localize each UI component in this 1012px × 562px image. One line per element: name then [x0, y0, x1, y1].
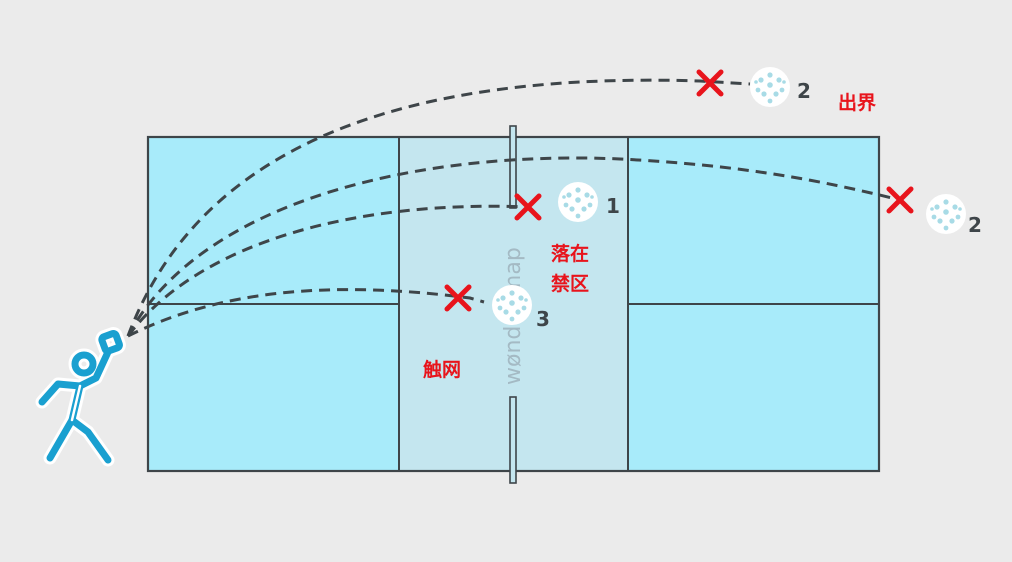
pickleball-icon	[492, 285, 532, 325]
red-x-icon	[696, 69, 724, 97]
ball-number: 1	[606, 194, 620, 218]
label-net-touch: 触网	[423, 358, 461, 381]
label-in-kitchen-line1: 落在	[551, 242, 589, 265]
player-serving-icon	[35, 327, 126, 467]
pickleball-icon	[750, 67, 790, 107]
red-x-icon	[514, 193, 542, 221]
pickleball-icon	[558, 182, 598, 222]
ball-number: 2	[968, 213, 982, 237]
trajectory-out-long	[126, 156, 901, 337]
pickleball-icon	[926, 194, 966, 234]
label-out-of-bounds: 出界	[838, 91, 876, 114]
trajectories	[126, 78, 901, 338]
fault-marks	[444, 69, 914, 312]
net-post-bottom	[509, 396, 517, 484]
ball-number: 3	[536, 307, 550, 331]
net	[509, 125, 517, 484]
red-x-icon	[886, 186, 914, 214]
trajectory-out-high	[126, 78, 751, 337]
trajectory-net	[127, 288, 485, 338]
net-post-top	[509, 125, 517, 209]
red-x-icon	[444, 284, 472, 312]
label-in-kitchen-line2: 禁区	[551, 272, 589, 295]
ball-number: 2	[797, 79, 811, 103]
trajectory-kitchen	[126, 204, 531, 337]
